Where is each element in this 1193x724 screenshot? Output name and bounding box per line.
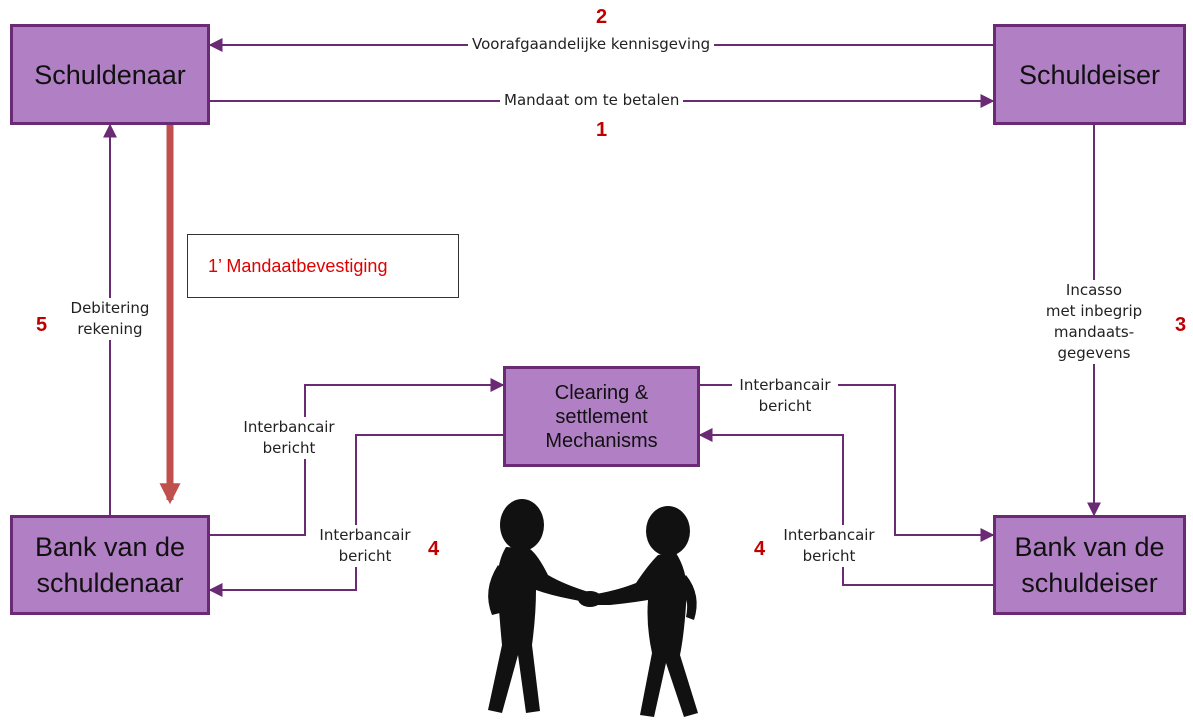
- debtor-bank-label-line1: Bank van de: [34, 532, 186, 562]
- interbank-arrow-creditor-to-csm: [698, 428, 993, 586]
- debtor-label: Schuldenaar: [34, 59, 186, 90]
- interbank-label-line2: bericht: [802, 547, 856, 565]
- mandate-label: Mandaat om te betalen: [500, 90, 684, 111]
- step-1-number: 1: [596, 119, 608, 141]
- debit-label-line2: rekening: [77, 320, 143, 338]
- step-5-number: 5: [36, 314, 48, 336]
- creditor-bank-label-line1: Bank van de: [1014, 532, 1165, 562]
- debtor-bank-label-line2: schuldenaar: [36, 568, 184, 598]
- interbank-label-line1: Interbancair: [739, 376, 831, 394]
- interbank-label-debtor-in: Interbancair bericht: [310, 525, 420, 567]
- interbank-label-creditor-in: Interbancair bericht: [732, 375, 838, 417]
- step-4-number-left: 4: [428, 538, 440, 560]
- interbank-label-line2: bericht: [262, 439, 316, 457]
- collection-label-line1: Incasso: [1065, 281, 1123, 299]
- debtor-bank-box: Bank van de schuldenaar: [10, 515, 210, 615]
- interbank-label-line1: Interbancair: [319, 526, 411, 544]
- creditor-box: Schuldeiser: [993, 24, 1186, 125]
- csm-box: Clearing & settlement Mechanisms: [503, 366, 700, 467]
- debtor-box: Schuldenaar: [10, 24, 210, 125]
- interbank-label-debtor-out: Interbancair bericht: [238, 417, 340, 459]
- mandate-confirmation-label: 1’ Mandaatbevestiging: [208, 255, 388, 276]
- interbank-arrow-csm-to-debtor: [208, 434, 503, 597]
- debit-label: Debitering rekening: [62, 298, 158, 340]
- interbank-label-line2: bericht: [338, 547, 392, 565]
- step-2-number: 2: [596, 6, 608, 28]
- interbank-label-line1: Interbancair: [243, 418, 335, 436]
- creditor-label: Schuldeiser: [1018, 59, 1161, 90]
- csm-label-line2: settlement: [555, 405, 648, 428]
- creditor-bank-box: Bank van de schuldeiser: [993, 515, 1186, 615]
- debit-label-line1: Debitering: [70, 299, 150, 317]
- step-4-number-right: 4: [754, 538, 766, 560]
- collection-label-line4: gegevens: [1057, 344, 1131, 362]
- collection-label-line3: mandaats-: [1053, 323, 1135, 341]
- interbank-arrow-debtor-to-csm: [210, 378, 505, 536]
- csm-label-line1: Clearing &: [554, 381, 649, 404]
- interbank-label-creditor-out: Interbancair bericht: [776, 525, 882, 567]
- collection-label-line2: met inbegrip: [1045, 302, 1143, 320]
- interbank-label-line2: bericht: [758, 397, 812, 415]
- csm-label-line3: Mechanisms: [545, 429, 658, 452]
- prior-notice-label: Voorafgaandelijke kennisgeving: [468, 34, 715, 55]
- step-3-number: 3: [1175, 314, 1187, 336]
- handshake-silhouette-icon: [488, 499, 698, 717]
- mandate-confirmation-box: 1’ Mandaatbevestiging: [187, 234, 459, 298]
- interbank-label-line1: Interbancair: [783, 526, 875, 544]
- collection-label: Incasso met inbegrip mandaats- gegevens: [1037, 280, 1151, 364]
- creditor-bank-label-line2: schuldeiser: [1021, 568, 1158, 598]
